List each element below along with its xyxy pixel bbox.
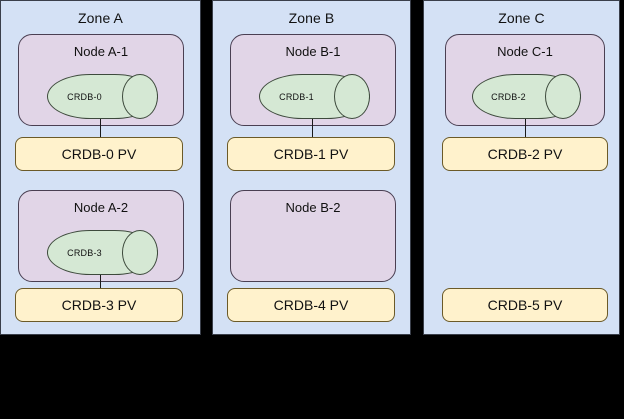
zone-b-title: Zone B	[288, 10, 335, 26]
node-c-1-title: Node C-1	[497, 44, 553, 59]
database-crdb-3: CRDB-3	[47, 230, 158, 275]
cylinder-cap-icon	[122, 230, 158, 275]
pv-crdb-0-label: CRDB-0 PV	[61, 146, 137, 162]
pv-crdb-3: CRDB-3 PV	[15, 288, 183, 322]
zone-a-title: Zone A	[78, 10, 123, 26]
node-a-2-title: Node A-2	[73, 200, 129, 215]
zone-a: Zone A Node A-1 CRDB-0 CRDB-0 PV Node A-…	[0, 0, 201, 335]
node-a-2: Node A-2 CRDB-3	[18, 190, 184, 282]
connector-crdb-1	[312, 119, 313, 139]
node-b-2-title: Node B-2	[285, 200, 341, 215]
node-b-2: Node B-2	[230, 190, 396, 282]
pv-crdb-4-label: CRDB-4 PV	[273, 297, 349, 313]
pv-crdb-4: CRDB-4 PV	[227, 288, 395, 322]
cylinder-cap-icon	[334, 74, 370, 119]
connector-crdb-3	[100, 275, 101, 293]
database-crdb-2: CRDB-2	[472, 74, 581, 119]
zone-b: Zone B Node B-1 CRDB-1 CRDB-1 PV Node B-…	[212, 0, 411, 335]
pv-crdb-5: CRDB-5 PV	[442, 288, 608, 322]
pv-crdb-0: CRDB-0 PV	[15, 137, 183, 171]
database-crdb-1-label: CRDB-1	[279, 91, 314, 102]
database-crdb-1: CRDB-1	[259, 74, 370, 119]
database-crdb-0-label: CRDB-0	[67, 91, 102, 102]
node-a-1-title: Node A-1	[73, 44, 129, 59]
database-crdb-0: CRDB-0	[47, 74, 158, 119]
connector-crdb-2	[525, 119, 526, 139]
pv-crdb-1: CRDB-1 PV	[227, 137, 395, 171]
node-a-1: Node A-1 CRDB-0	[18, 34, 184, 126]
node-c-1: Node C-1 CRDB-2	[445, 34, 605, 126]
zone-c-title: Zone C	[498, 10, 545, 26]
cylinder-cap-icon	[545, 74, 581, 119]
zone-c: Zone C Node C-1 CRDB-2 CRDB-2 PV CRDB-5 …	[423, 0, 620, 335]
node-b-1-title: Node B-1	[285, 44, 341, 59]
pv-crdb-1-label: CRDB-1 PV	[273, 146, 349, 162]
database-crdb-2-label: CRDB-2	[491, 91, 526, 102]
connector-crdb-0	[100, 119, 101, 139]
pv-crdb-3-label: CRDB-3 PV	[61, 297, 137, 313]
node-b-1: Node B-1 CRDB-1	[230, 34, 396, 126]
pv-crdb-5-label: CRDB-5 PV	[487, 297, 563, 313]
pv-crdb-2: CRDB-2 PV	[442, 137, 608, 171]
database-crdb-3-label: CRDB-3	[67, 247, 102, 258]
cylinder-cap-icon	[122, 74, 158, 119]
pv-crdb-2-label: CRDB-2 PV	[487, 146, 563, 162]
